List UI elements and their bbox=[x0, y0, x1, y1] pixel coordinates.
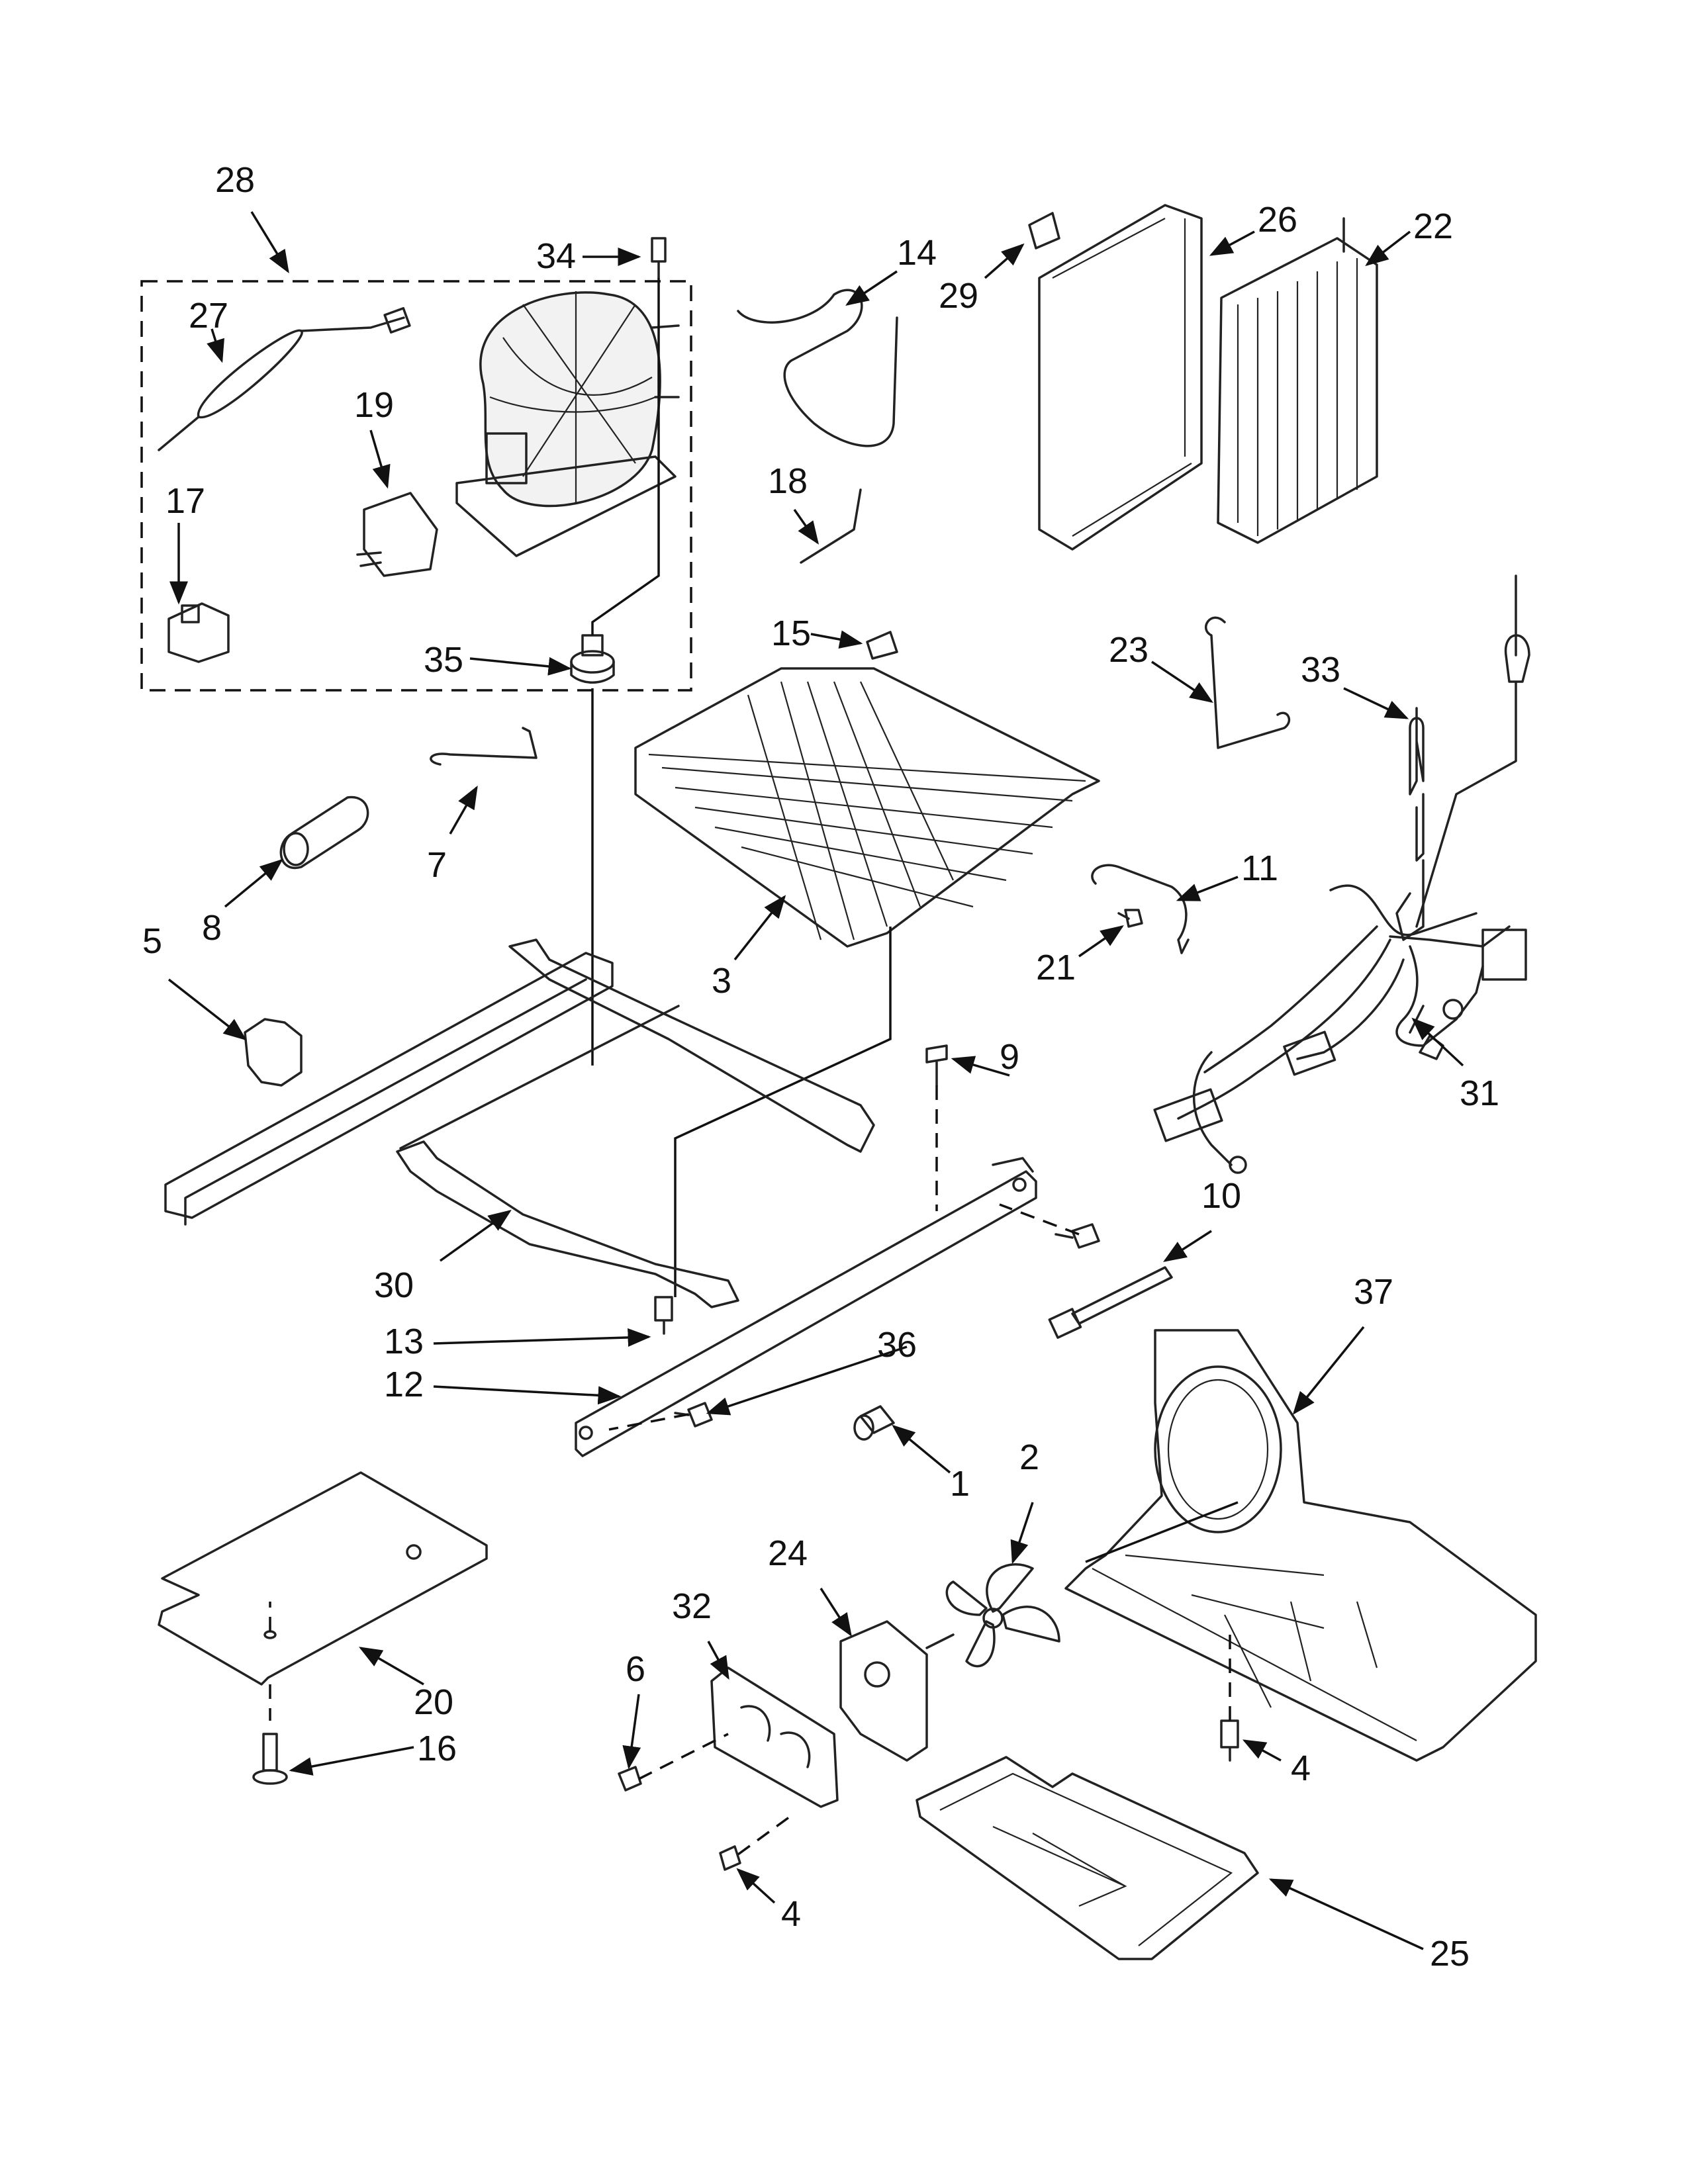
tube-14 bbox=[737, 289, 898, 447]
foam-8 bbox=[279, 796, 369, 870]
label-24: 24 bbox=[768, 1533, 808, 1573]
label-20: 20 bbox=[414, 1682, 453, 1722]
label-2: 2 bbox=[1019, 1437, 1039, 1477]
bracket-32 bbox=[710, 1666, 839, 1808]
label-6: 6 bbox=[626, 1649, 645, 1689]
clip-29 bbox=[1028, 212, 1060, 250]
connector-34-35 bbox=[591, 278, 660, 635]
drier-27 bbox=[158, 306, 411, 451]
connector-3-frame bbox=[674, 927, 892, 1297]
grommet-35 bbox=[570, 634, 615, 684]
label-31: 31 bbox=[1460, 1073, 1499, 1113]
screw-21 bbox=[1117, 909, 1143, 928]
screw-34 bbox=[651, 237, 667, 279]
wire-clip-7 bbox=[430, 727, 538, 766]
connector-36a bbox=[999, 1203, 1080, 1236]
label-4b: 4 bbox=[781, 1894, 801, 1934]
label-33: 33 bbox=[1301, 650, 1340, 690]
rail-12 bbox=[575, 1157, 1037, 1457]
label-3: 3 bbox=[712, 961, 731, 1001]
evaporator-cover-26 bbox=[1038, 204, 1203, 551]
label-35: 35 bbox=[424, 640, 463, 680]
frame-30 bbox=[164, 938, 875, 1308]
label-4a: 4 bbox=[1291, 1749, 1311, 1788]
label-37: 37 bbox=[1354, 1272, 1393, 1312]
label-22: 22 bbox=[1413, 206, 1453, 246]
connector-4a bbox=[737, 1812, 796, 1856]
label-21: 21 bbox=[1036, 948, 1076, 987]
base-37 bbox=[1064, 1329, 1537, 1762]
tube-18 bbox=[800, 488, 862, 564]
tube-11 bbox=[1091, 864, 1190, 954]
wire-harness-31 bbox=[1153, 884, 1527, 1174]
drain-pan-25 bbox=[915, 1756, 1259, 1960]
bushing-1 bbox=[853, 1405, 895, 1441]
kit-box-28 bbox=[140, 280, 692, 692]
label-25: 25 bbox=[1430, 1934, 1470, 1974]
leader-lines bbox=[167, 211, 1464, 1950]
label-16: 16 bbox=[417, 1729, 457, 1768]
compressor bbox=[455, 291, 680, 557]
clip-15 bbox=[866, 631, 898, 660]
overload-17 bbox=[167, 602, 230, 663]
part-labels: 28 34 14 29 26 22 27 19 18 17 15 35 23 3… bbox=[142, 160, 1499, 1974]
condenser-3 bbox=[634, 667, 1100, 948]
screw-6 bbox=[618, 1766, 642, 1792]
label-28: 28 bbox=[215, 160, 255, 200]
evaporator-22 bbox=[1217, 217, 1378, 544]
label-26: 26 bbox=[1258, 200, 1297, 240]
screw-4a bbox=[719, 1845, 741, 1871]
label-7: 7 bbox=[427, 845, 447, 885]
label-1: 1 bbox=[950, 1464, 970, 1504]
leveler-16 bbox=[252, 1733, 288, 1785]
label-29: 29 bbox=[939, 276, 978, 316]
label-12: 12 bbox=[384, 1365, 424, 1404]
label-13: 13 bbox=[384, 1322, 424, 1361]
label-19: 19 bbox=[354, 385, 394, 425]
label-15: 15 bbox=[771, 614, 811, 653]
screw-9 bbox=[925, 1044, 948, 1087]
screw-36a bbox=[1055, 1223, 1100, 1249]
hanger-23 bbox=[1204, 616, 1291, 749]
screw-13 bbox=[654, 1296, 673, 1335]
label-14: 14 bbox=[897, 233, 937, 273]
cover-panel-20 bbox=[158, 1471, 488, 1686]
label-36: 36 bbox=[877, 1325, 917, 1365]
label-10: 10 bbox=[1201, 1176, 1241, 1216]
drier-tube-33 bbox=[1395, 574, 1530, 941]
label-9: 9 bbox=[1000, 1037, 1019, 1077]
label-23: 23 bbox=[1109, 630, 1149, 670]
label-5: 5 bbox=[142, 921, 162, 961]
connector-36b bbox=[608, 1413, 689, 1431]
label-34: 34 bbox=[536, 236, 576, 276]
label-11: 11 bbox=[1241, 848, 1278, 888]
label-18: 18 bbox=[768, 461, 808, 501]
connector-6 bbox=[638, 1733, 729, 1780]
relay-19 bbox=[356, 492, 438, 577]
fan-blade-2 bbox=[945, 1563, 1060, 1668]
screw-4b bbox=[1220, 1719, 1239, 1762]
label-30: 30 bbox=[374, 1265, 414, 1305]
bracket-5 bbox=[244, 1018, 303, 1087]
label-17: 17 bbox=[165, 481, 205, 521]
label-27: 27 bbox=[189, 296, 228, 336]
connector-37-fan bbox=[1085, 1501, 1239, 1563]
label-8: 8 bbox=[202, 908, 222, 948]
label-32: 32 bbox=[672, 1586, 712, 1626]
cable-tie-10 bbox=[1048, 1266, 1173, 1339]
fan-motor-24 bbox=[839, 1620, 955, 1762]
